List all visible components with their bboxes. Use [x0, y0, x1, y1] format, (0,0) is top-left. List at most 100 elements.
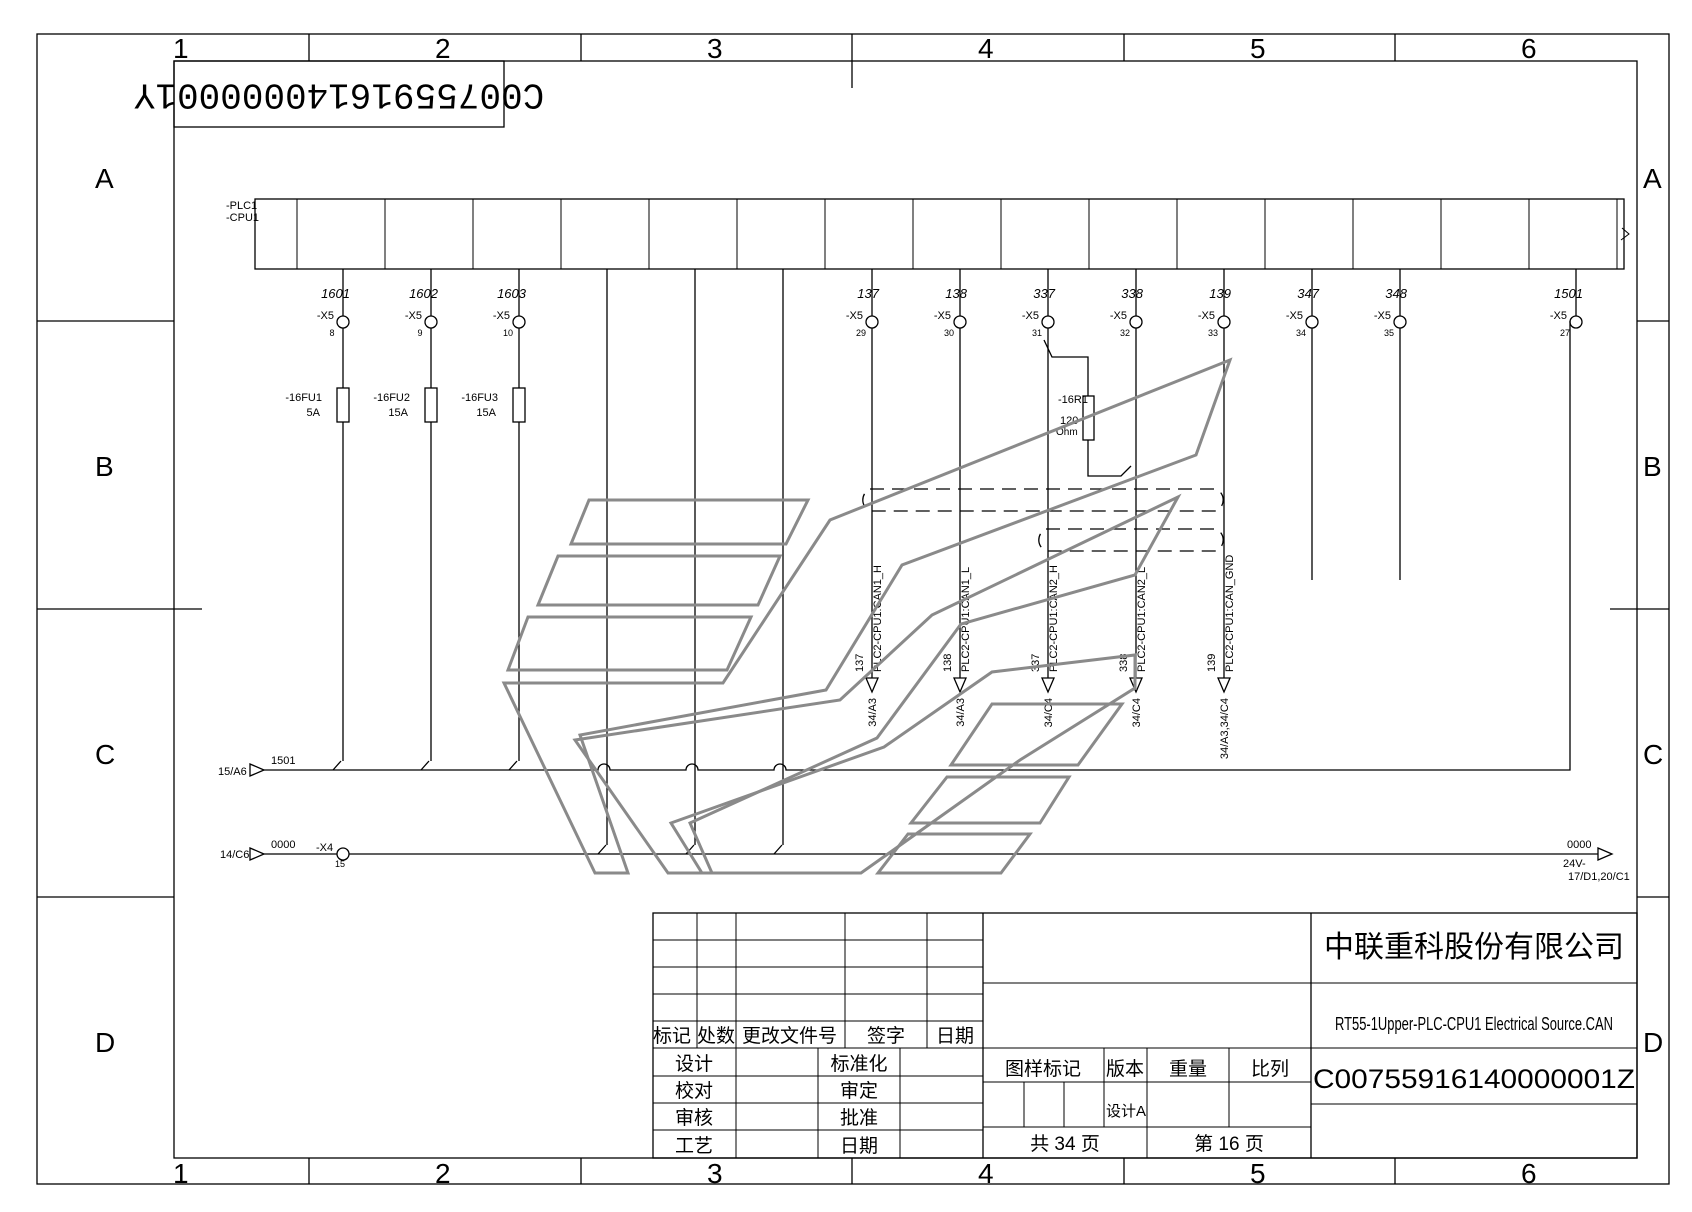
watermark-logo — [501, 357, 1233, 875]
connector-pin: 35 — [1384, 328, 1394, 338]
terminal-circle — [1305, 315, 1319, 329]
connector-pin: 9 — [417, 328, 422, 338]
terminal-circle — [1041, 315, 1055, 329]
wire-number-label: 1603 — [497, 286, 527, 301]
bus-1501: 15/A6 1501 — [218, 321, 1571, 778]
rev-header-mark: 标记 — [653, 1025, 691, 1047]
device-tag-plc: -PLC1 — [226, 200, 257, 212]
connector-label: -X5 — [1022, 310, 1039, 322]
connector-pin: 27 — [1560, 328, 1570, 338]
bus-0000-out-label: 24V- — [1563, 858, 1586, 870]
wire-number-label: 1601 — [321, 286, 350, 301]
fuse-tag: -16FU2 — [373, 392, 410, 404]
wire-lines — [336, 269, 1583, 845]
bus-0000-ref: 14/C6 — [220, 849, 249, 861]
zone-col-2-bottom: 2 — [435, 1158, 451, 1189]
wire-number-label: 338 — [1121, 286, 1143, 301]
wire-number-label: 137 — [857, 286, 879, 301]
bus-1501-ref: 15/A6 — [218, 766, 247, 778]
role-review: 审核 — [675, 1107, 713, 1129]
zone-col-4: 4 — [978, 33, 994, 64]
wire-number-label: 348 — [1385, 286, 1407, 301]
zone-col-1: 1 — [173, 33, 189, 64]
role-process: 工艺 — [675, 1135, 713, 1157]
resistor-tag: -16R1 — [1058, 394, 1088, 406]
rev-header-date: 日期 — [936, 1025, 974, 1047]
fuse-rating: 15A — [388, 407, 408, 419]
weight-label: 重量 — [1169, 1058, 1207, 1080]
zone-col-6: 6 — [1521, 33, 1537, 64]
zone-col-4-bottom: 4 — [978, 1158, 994, 1189]
column-dividers — [308, 34, 1396, 1184]
rev-header-sign: 签字 — [867, 1025, 905, 1047]
terminal-circle — [1569, 315, 1583, 329]
can-signal-name: PLC2-CPU1:CAN_GND — [1224, 555, 1236, 672]
bus-0000-num: 0000 — [271, 839, 295, 851]
flipped-id-box — [173, 60, 505, 128]
version-label: 版本 — [1106, 1058, 1144, 1080]
device-tag-cpu: -CPU1 — [226, 212, 259, 224]
zone-col-3: 3 — [707, 33, 723, 64]
zone-col-1-bottom: 1 — [173, 1158, 189, 1189]
resistor-unit: Ohm — [1056, 427, 1078, 438]
plc-break-mark — [1620, 227, 1630, 241]
can-wire-number: 137 — [854, 654, 866, 672]
approval-date: 日期 — [840, 1135, 878, 1157]
approval-standard: 标准化 — [830, 1053, 887, 1075]
plc-module — [254, 198, 1630, 270]
drawing-number: C00755916140000001Z — [1313, 1064, 1635, 1094]
flipped-drawing-id: C00755916140000001Y — [134, 73, 544, 114]
fuse-rating: 5A — [307, 407, 321, 419]
zone-row-c: C — [95, 739, 115, 770]
page-number: 第 16 页 — [1194, 1133, 1264, 1155]
zone-row-a-right: A — [1643, 163, 1662, 194]
connector-label: -X5 — [1110, 310, 1127, 322]
connector-pin: 30 — [944, 328, 954, 338]
wire-number-label: 347 — [1297, 286, 1319, 301]
rev-header-count: 处数 — [697, 1025, 735, 1047]
resistor-16r1: -16R1 120 Ohm — [1043, 339, 1132, 477]
can-page-ref: 34/A3,34/C4 — [1219, 698, 1231, 759]
zone-row-b-right: B — [1643, 451, 1662, 482]
connector-label: -X5 — [1198, 310, 1215, 322]
inner-border — [173, 60, 1638, 1159]
zone-col-5-bottom: 5 — [1250, 1158, 1266, 1189]
can-wire-number: 138 — [942, 654, 954, 672]
zone-col-3-bottom: 3 — [707, 1158, 723, 1189]
fuse-tag: -16FU1 — [285, 392, 322, 404]
row-dividers — [37, 320, 1669, 898]
wire-number-label: 1501 — [1554, 286, 1583, 301]
fuse-16fu2: -16FU2 15A — [373, 387, 438, 423]
can-wire-number: 337 — [1030, 654, 1042, 672]
approval-approve: 批准 — [840, 1107, 878, 1129]
plc-module-body — [254, 198, 1625, 270]
fuse-tag: -16FU3 — [461, 392, 498, 404]
role-check: 校对 — [675, 1080, 713, 1102]
terminal-circle — [1217, 315, 1231, 329]
connector-pin: 29 — [856, 328, 866, 338]
connector-pin: 31 — [1032, 328, 1042, 338]
wire-number-label: 138 — [945, 286, 967, 301]
zone-row-b: B — [95, 451, 114, 482]
connector-pin: 10 — [503, 328, 513, 338]
can-wire-number: 139 — [1206, 654, 1218, 672]
pattern-mark-label: 图样标记 — [1005, 1058, 1081, 1080]
wire-number-label: 139 — [1209, 286, 1231, 301]
company-name: 中联重科股份有限公司 — [1324, 931, 1624, 964]
bus-1501-num: 1501 — [271, 755, 295, 767]
connector-pin: 33 — [1208, 328, 1218, 338]
can-page-ref: 34/C4 — [1131, 698, 1143, 727]
zone-col-2: 2 — [435, 33, 451, 64]
shield-cable-2 — [1038, 528, 1224, 552]
drawing-title: RT55-1Upper-PLC-CPU1 Electrical Source.C… — [1335, 1014, 1613, 1034]
off-page-arrow — [953, 677, 967, 694]
zone-row-a: A — [95, 163, 114, 194]
fuse-16fu3: -16FU3 15A — [461, 387, 526, 423]
can-signal-name: PLC2-CPU1:CAN1_L — [960, 567, 972, 672]
terminal-circle — [865, 315, 879, 329]
connector-label: -X5 — [405, 310, 422, 322]
total-pages: 共 34 页 — [1030, 1133, 1100, 1155]
zone-row-d-right: D — [1643, 1027, 1663, 1058]
